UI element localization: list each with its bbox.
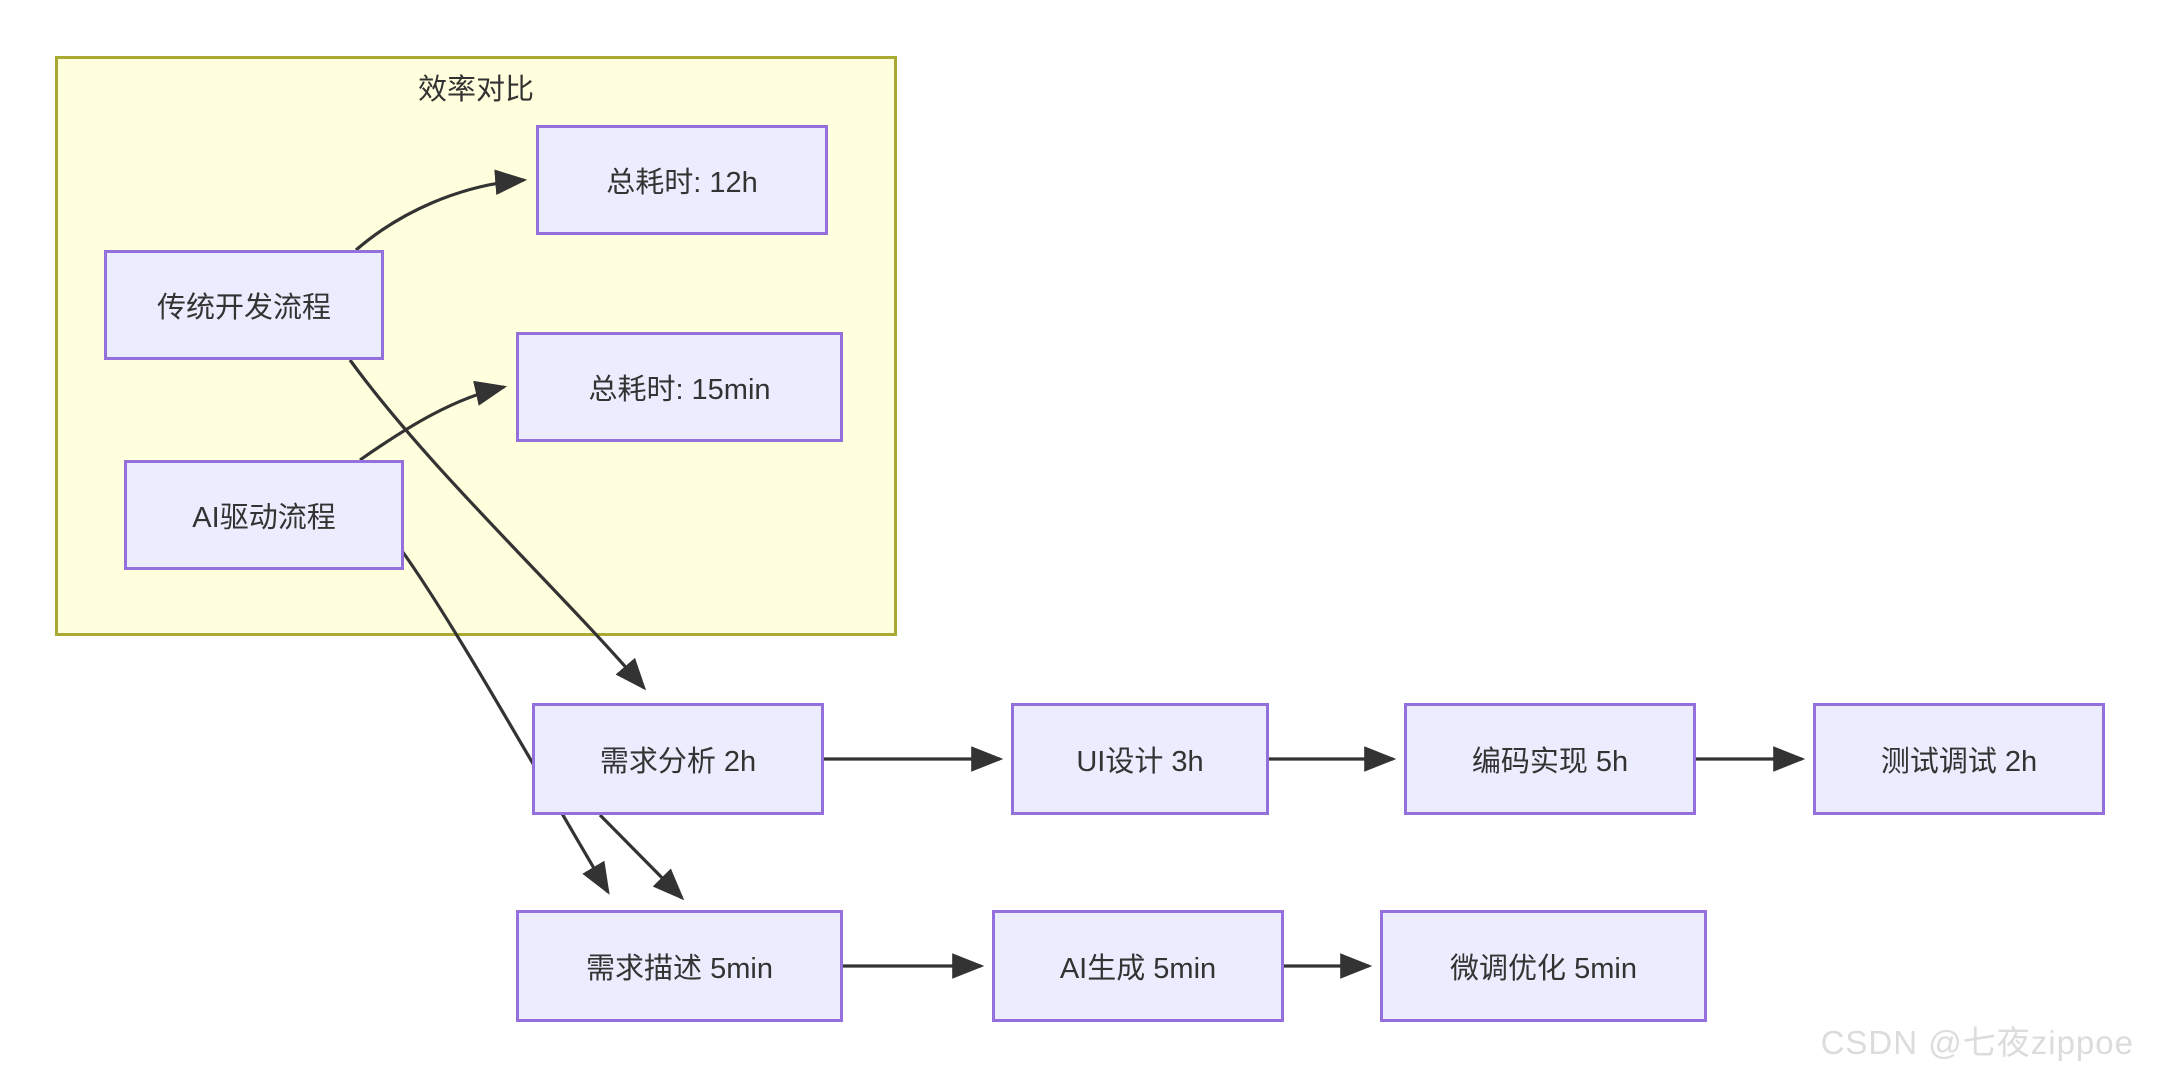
node-total-time-ai[interactable]: 总耗时: 15min [516, 332, 843, 442]
node-label: 编码实现 5h [1471, 746, 1629, 778]
node-label: 需求分析 2h [599, 746, 757, 778]
node-coding-implementation[interactable]: 编码实现 5h [1404, 703, 1696, 815]
node-ui-design[interactable]: UI设计 3h [1011, 703, 1269, 815]
subgraph-title: 效率对比 [417, 74, 534, 106]
node-label: AI驱动流程 [192, 502, 336, 534]
node-label: 测试调试 2h [1880, 746, 2038, 778]
watermark: CSDN @七夜zippoe [1820, 1024, 2134, 1061]
node-ai-driven-process[interactable]: AI驱动流程 [124, 460, 404, 570]
node-traditional-process[interactable]: 传统开发流程 [104, 250, 384, 360]
node-label: 需求描述 5min [586, 953, 773, 985]
node-requirement-analysis[interactable]: 需求分析 2h [532, 703, 824, 815]
node-requirement-description[interactable]: 需求描述 5min [516, 910, 843, 1022]
node-ai-generation[interactable]: AI生成 5min [992, 910, 1284, 1022]
node-label: 总耗时: 15min [588, 374, 771, 406]
node-label: UI设计 3h [1076, 746, 1204, 778]
node-label: 传统开发流程 [156, 292, 331, 324]
node-label: AI生成 5min [1059, 953, 1217, 985]
node-testing-debugging[interactable]: 测试调试 2h [1813, 703, 2105, 815]
node-label: 微调优化 5min [1450, 953, 1637, 985]
node-fine-tune-optimization[interactable]: 微调优化 5min [1380, 910, 1707, 1022]
node-label: 总耗时: 12h [606, 167, 758, 199]
edge-req-analysis-to-req-desc [598, 813, 685, 901]
node-total-time-traditional[interactable]: 总耗时: 12h [536, 125, 828, 235]
